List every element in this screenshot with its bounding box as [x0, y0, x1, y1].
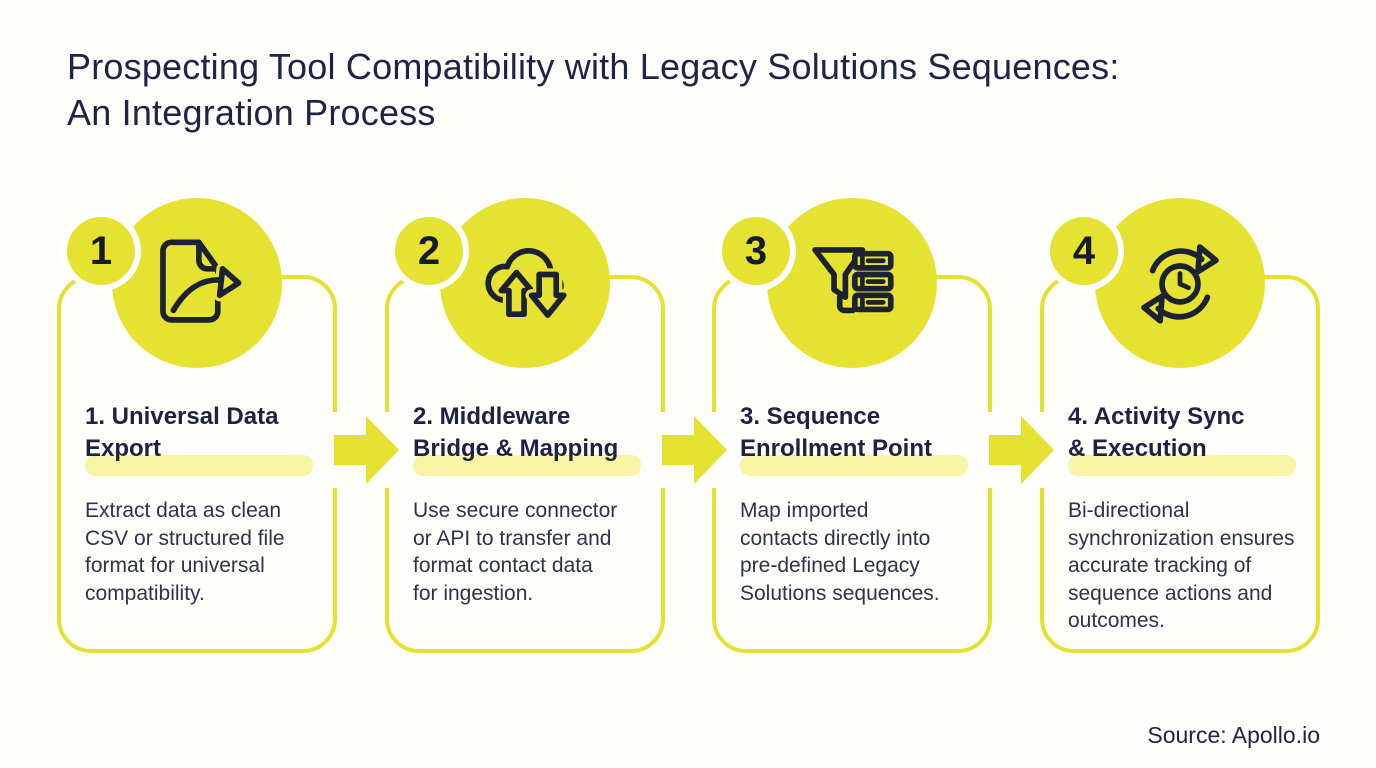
- step-number: 3: [744, 228, 768, 273]
- step-description: Extract data as clean CSV or structured …: [85, 499, 285, 605]
- document-export-icon: [160, 239, 245, 323]
- step-icon-circle: [1095, 198, 1265, 368]
- step-title: 1. Universal Data Export: [85, 403, 279, 462]
- step-number-badge: 1: [67, 217, 135, 285]
- page-title: Prospecting Tool Compatibility with Lega…: [67, 46, 1120, 133]
- step-description: Map imported contacts directly into pre-…: [740, 499, 940, 605]
- source-credit: Source: Apollo.io: [1147, 722, 1320, 748]
- step-arrow-icon: [989, 416, 1054, 484]
- step-card-universal-data-export: 1. Universal Data Export Extract data as…: [57, 198, 337, 653]
- step-number: 1: [89, 228, 113, 273]
- step-icon-circle: [112, 198, 282, 368]
- heading-highlight: [740, 455, 968, 476]
- step-icon-circle: [440, 198, 610, 368]
- sync-clock-icon: [1141, 244, 1219, 324]
- step-title: 4. Activity Sync & Execution: [1068, 403, 1245, 462]
- step-description: Use secure connector or API to transfer …: [413, 499, 618, 605]
- step-arrow-icon: [662, 416, 727, 484]
- step-number: 4: [1072, 228, 1096, 273]
- heading-highlight: [413, 455, 641, 476]
- step-number-badge: 3: [722, 217, 790, 285]
- step-title: 3. Sequence Enrollment Point: [740, 403, 932, 462]
- cloud-transfer-icon: [485, 248, 570, 322]
- step-number-badge: 2: [395, 217, 463, 285]
- step-card-middleware-bridge: 2. Middleware Bridge & Mapping Use secur…: [385, 198, 665, 653]
- funnel-enrollment-icon: [812, 247, 894, 314]
- step-icon-circle: [767, 198, 937, 368]
- step-card-activity-sync: 4. Activity Sync & Execution Bi-directio…: [1040, 198, 1320, 653]
- step-number: 2: [417, 228, 441, 273]
- step-description: Bi-directional synchronization ensures a…: [1068, 499, 1295, 632]
- heading-highlight: [1068, 455, 1296, 476]
- step-number-badge: 4: [1050, 217, 1118, 285]
- step-arrow-icon: [334, 416, 399, 484]
- step-card-sequence-enrollment: 3. Sequence Enrollment Point Map importe…: [712, 198, 992, 653]
- step-title: 2. Middleware Bridge & Mapping: [413, 403, 619, 462]
- heading-highlight: [85, 455, 313, 476]
